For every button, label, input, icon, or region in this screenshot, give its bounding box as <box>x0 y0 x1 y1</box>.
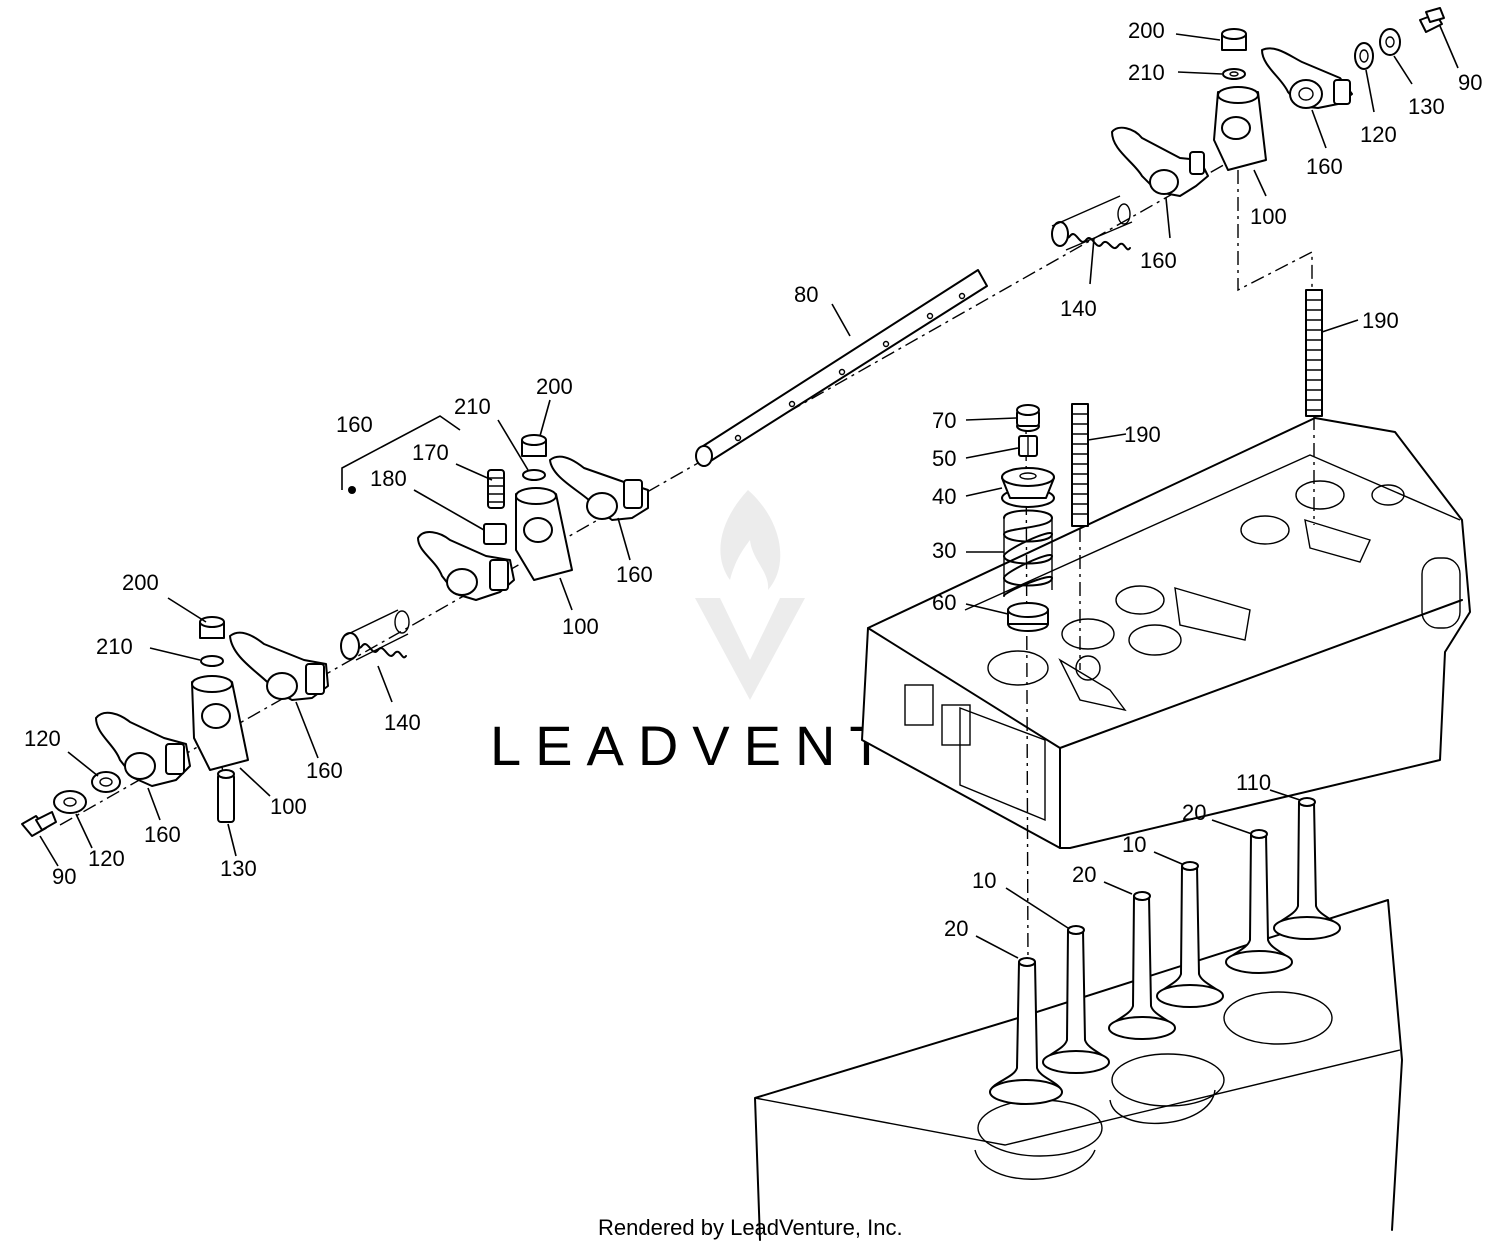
callout-80: 80 <box>794 282 818 307</box>
callout-60: 60 <box>932 590 956 615</box>
valve-cap-70 <box>1016 404 1040 432</box>
callout-160: 160 <box>1306 154 1343 179</box>
nut-200-middle <box>521 434 547 457</box>
valve-20-b <box>1156 861 1224 1008</box>
callout-180: 180 <box>370 466 407 491</box>
washer-130-right <box>1379 28 1401 56</box>
group-brace <box>341 415 461 490</box>
stud-190-left <box>1071 403 1089 527</box>
callout-100: 100 <box>270 794 307 819</box>
rocker-group-left <box>21 616 329 837</box>
valve-10-b <box>1108 891 1176 1040</box>
spring-retainer-40 <box>1001 467 1055 508</box>
valve-10-c <box>1225 829 1293 974</box>
valve-seal-60 <box>1007 602 1049 632</box>
nut-200-left <box>199 616 225 639</box>
valve-10-a <box>989 957 1063 1105</box>
valve-20-c <box>1273 797 1341 940</box>
valve-spring-assembly <box>1001 404 1055 632</box>
callout-100: 100 <box>562 614 599 639</box>
callout-70: 70 <box>932 408 956 433</box>
callout-100: 100 <box>1250 204 1287 229</box>
callout-200: 200 <box>122 570 159 595</box>
spacer-180 <box>483 523 507 545</box>
callout-20: 10 <box>1122 832 1146 857</box>
callout-10: 20 <box>944 916 968 941</box>
collet-50 <box>1018 435 1038 457</box>
callout-50: 50 <box>932 446 956 471</box>
stud-190-right <box>1305 289 1323 417</box>
group-dot <box>348 486 356 494</box>
rocker-arm-160-right-upper <box>1261 47 1353 109</box>
bolt-90-left <box>21 811 57 837</box>
callout-10: 20 <box>1072 862 1096 887</box>
valve-20-a <box>1042 925 1110 1074</box>
adjust-screw-170 <box>487 469 505 509</box>
callout-labels: 200 210 90 130 120 160 100 160 140 80 19… <box>24 18 1482 941</box>
rocker-shaft-80 <box>695 269 988 467</box>
callout-20: 10 <box>972 868 996 893</box>
callout-120: 120 <box>24 726 61 751</box>
cylinder-head <box>861 417 1471 849</box>
callout-160: 160 <box>144 822 181 847</box>
callout-10: 20 <box>1182 800 1206 825</box>
callout-90: 90 <box>52 864 76 889</box>
washer-210-left <box>200 655 224 667</box>
callout-200: 200 <box>1128 18 1165 43</box>
bracket-100-middle <box>515 487 573 581</box>
pin-110 <box>217 769 235 823</box>
bracket-100-left <box>191 675 249 771</box>
rocker-arm-160-left-upper <box>229 631 329 701</box>
callout-160: 160 <box>336 412 373 437</box>
callout-120: 120 <box>1360 122 1397 147</box>
callout-190: 190 <box>1362 308 1399 333</box>
washer-210-middle <box>522 469 546 481</box>
washer-120-right <box>1354 42 1374 70</box>
rocker-arm-160-middle-lower <box>417 531 515 601</box>
callout-130: 120 <box>88 846 125 871</box>
rocker-group-middle <box>340 434 649 661</box>
callout-210: 210 <box>96 634 133 659</box>
callout-130: 130 <box>1408 94 1445 119</box>
callout-30: 30 <box>932 538 956 563</box>
rocker-arm-160-middle-upper <box>549 455 649 521</box>
callout-140: 140 <box>1060 296 1097 321</box>
washer-120-left <box>91 771 121 793</box>
washer-130-left <box>53 790 87 814</box>
leader-lines <box>39 25 1459 959</box>
callout-210: 210 <box>1128 60 1165 85</box>
callout-210: 210 <box>454 394 491 419</box>
callout-160: 160 <box>306 758 343 783</box>
callout-20: 110 <box>1236 770 1271 795</box>
washer-210-right <box>1222 68 1246 80</box>
bolt-90-right <box>1419 7 1445 33</box>
callout-40: 40 <box>932 484 956 509</box>
spring-140-middle <box>340 609 410 661</box>
footer-credit: Rendered by LeadVenture, Inc. <box>598 1215 903 1240</box>
callout-160: 160 <box>1140 248 1177 273</box>
engine-block <box>754 899 1403 1241</box>
bracket-100-right <box>1213 86 1267 171</box>
callout-160: 160 <box>616 562 653 587</box>
callout-190: 190 <box>1124 422 1161 447</box>
valve-spring-30 <box>1003 509 1053 597</box>
callout-90: 90 <box>1458 70 1482 95</box>
valves <box>989 797 1341 1105</box>
rocker-arm-160-right-lower <box>1111 126 1209 197</box>
nut-200-right <box>1221 28 1247 51</box>
callout-110: 130 <box>220 856 257 881</box>
callout-140: 140 <box>384 710 421 735</box>
rocker-arm-160-left-lower <box>95 711 191 787</box>
callout-170: 170 <box>412 440 449 465</box>
callout-200: 200 <box>536 374 573 399</box>
watermark-logo-icon <box>695 490 805 700</box>
